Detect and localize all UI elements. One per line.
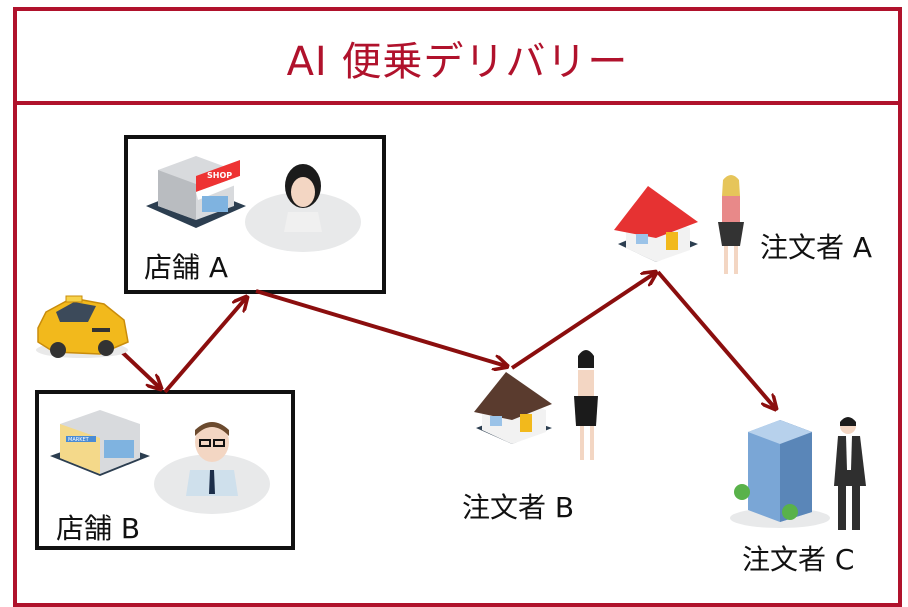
shop-sign-text: SHOP	[207, 171, 232, 180]
office-building-icon	[730, 420, 830, 528]
market-sign-text: MARKET	[68, 437, 90, 443]
arrow-store-a-to-orderer-b	[255, 289, 506, 366]
store-a-label: 店舗 A	[144, 251, 229, 284]
arrow-orderer-a-to-orderer-c	[656, 270, 775, 408]
shop-a-icon: SHOP	[146, 156, 246, 228]
market-b-icon: MARKET	[50, 410, 150, 476]
orderer-a-figure	[718, 175, 744, 274]
diagram-title: AI 便乗デリバリー	[286, 39, 629, 85]
house-a-icon	[614, 186, 698, 262]
arrow-orderer-b-to-orderer-a	[510, 273, 655, 370]
store-b-label: 店舗 B	[56, 512, 141, 545]
taxi-icon	[36, 295, 129, 358]
staff-a-avatar	[245, 164, 361, 252]
house-b-icon	[474, 372, 552, 444]
title-divider	[13, 101, 902, 105]
route-arrows	[120, 270, 775, 408]
orderer-c-label: 注文者 C	[742, 543, 855, 576]
orderer-c-figure	[834, 417, 866, 530]
staff-b-avatar	[154, 422, 270, 514]
arrow-store-b-to-store-a	[163, 298, 246, 394]
orderer-a-label: 注文者 A	[760, 231, 873, 264]
orderer-b-figure	[574, 350, 598, 460]
diagram-scene: SHOP MARKET	[36, 156, 866, 530]
orderer-b-label: 注文者 B	[462, 491, 575, 524]
arrow-taxi-to-store-b	[120, 350, 160, 388]
